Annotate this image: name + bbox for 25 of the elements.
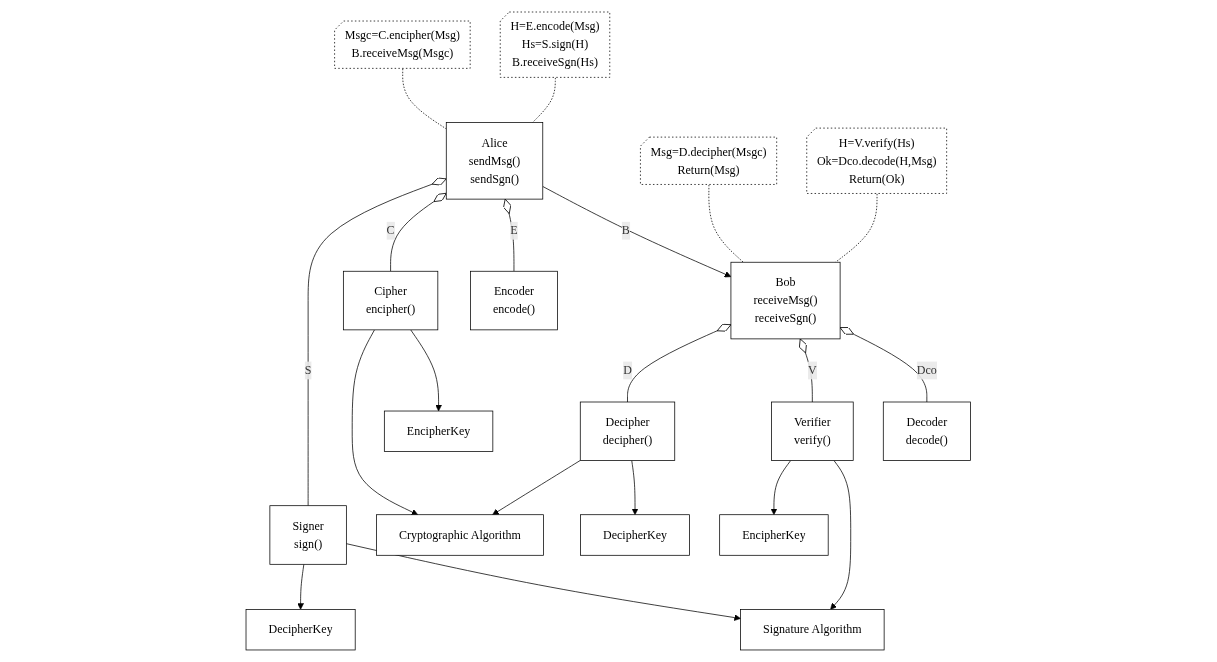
node-box: EncipherKey: [719, 514, 829, 556]
connector: [708, 184, 744, 263]
edge-label: V: [808, 363, 817, 377]
node-box: Alice sendMsg() sendSgn(): [446, 122, 544, 200]
edge-label: E: [510, 223, 518, 237]
node-box: DecipherKey: [245, 609, 356, 651]
edge-label: B: [622, 223, 631, 237]
connector: [532, 77, 557, 123]
node-box: Encoder encode(): [470, 270, 559, 331]
node-box: Verifier verify(): [771, 401, 854, 461]
node-box: Cryptographic Algorithm: [376, 514, 545, 556]
connector: [402, 68, 447, 130]
node-box: DecipherKey: [580, 514, 691, 556]
edge-label: Dco: [917, 363, 938, 377]
edge-label: S: [305, 363, 312, 377]
edge-label: D: [623, 363, 633, 377]
node-box: EncipherKey: [384, 410, 494, 452]
node-box: Decoder decode(): [883, 401, 972, 461]
node-box: Bob receiveMsg() receiveSgn(): [730, 261, 841, 340]
node-box: Signature Algorithm: [740, 609, 885, 651]
connector: [835, 193, 878, 263]
edge-label: C: [386, 223, 395, 237]
node-box: Decipher decipher(): [580, 401, 676, 461]
node-box: Cipher encipher(): [343, 270, 439, 331]
node-box: Signer sign(): [269, 505, 347, 565]
